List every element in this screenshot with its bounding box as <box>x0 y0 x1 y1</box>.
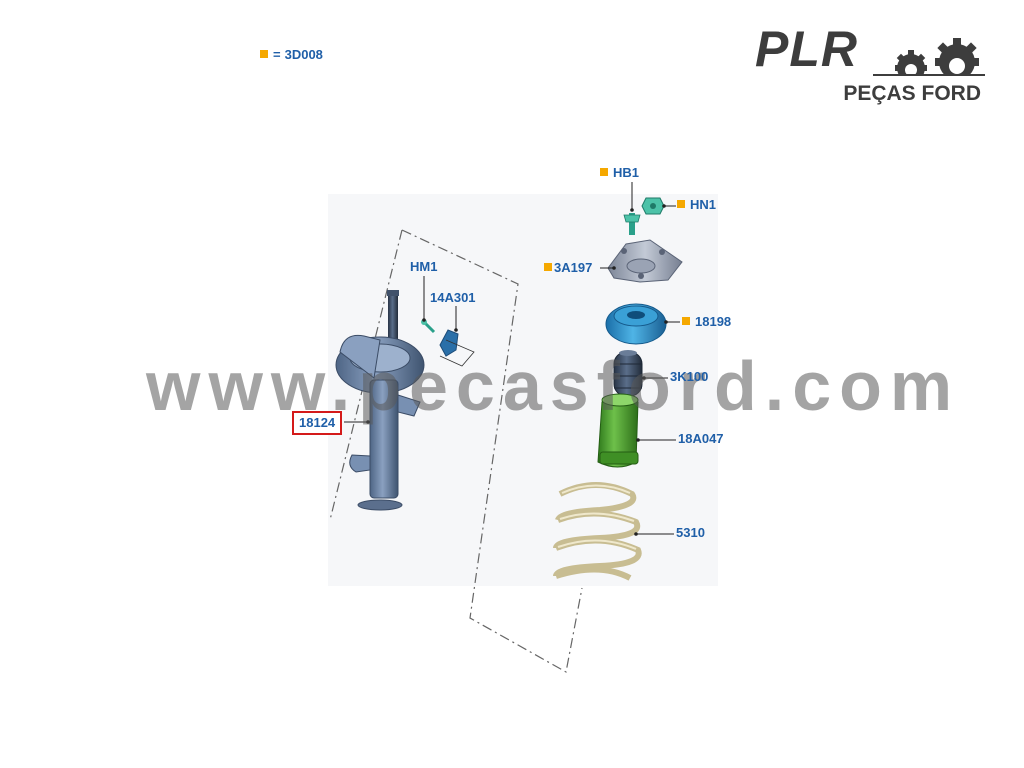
legend-marker-icon <box>260 50 268 58</box>
dust-boot-drawing <box>597 393 639 468</box>
logo-subtitle: PEÇAS FORD <box>843 82 981 105</box>
legend-code[interactable]: 3D008 <box>284 47 323 62</box>
shock-absorber-strut-drawing <box>335 290 425 511</box>
legend-equals: = <box>273 47 281 62</box>
brand-logo: PLR PEÇAS FORD <box>755 21 985 110</box>
logo-brand: PLR <box>755 21 858 77</box>
part-code: HN1 <box>690 197 717 212</box>
bearing-drawing <box>605 303 667 345</box>
part-label-18a047[interactable]: 18A047 <box>678 431 724 446</box>
marker-icon <box>600 168 608 176</box>
legend: =3D008 <box>260 47 323 62</box>
leader-lines <box>344 182 680 535</box>
part-label-3k100[interactable]: 3K100 <box>670 369 709 384</box>
sensor-bracket-drawing <box>421 319 475 367</box>
part-label-18198[interactable]: 18198 <box>682 314 731 330</box>
assembly-boundary-line <box>401 229 583 673</box>
part-label-hb1[interactable]: HB1 <box>600 165 639 181</box>
bolt-drawing <box>623 213 641 235</box>
gears-icon <box>873 38 985 82</box>
marker-icon <box>677 200 685 208</box>
part-label-hm1[interactable]: HM1 <box>410 259 438 274</box>
part-label-3a197[interactable]: 3A197 <box>544 260 592 276</box>
part-label-14a301[interactable]: 14A301 <box>430 290 476 305</box>
part-code: 3A197 <box>554 260 593 275</box>
part-label-hn1[interactable]: HN1 <box>677 197 716 213</box>
nut-drawing <box>641 197 665 215</box>
part-label-18124[interactable]: 18124 <box>292 411 343 435</box>
part-label-5310[interactable]: 5310 <box>676 525 705 540</box>
part-code: HB1 <box>613 165 640 180</box>
part-code: 18198 <box>695 314 732 329</box>
top-mount-drawing <box>607 239 683 283</box>
marker-icon <box>682 317 690 325</box>
watermark-text: www.pecasford.com <box>146 347 961 425</box>
marker-icon <box>544 263 552 271</box>
